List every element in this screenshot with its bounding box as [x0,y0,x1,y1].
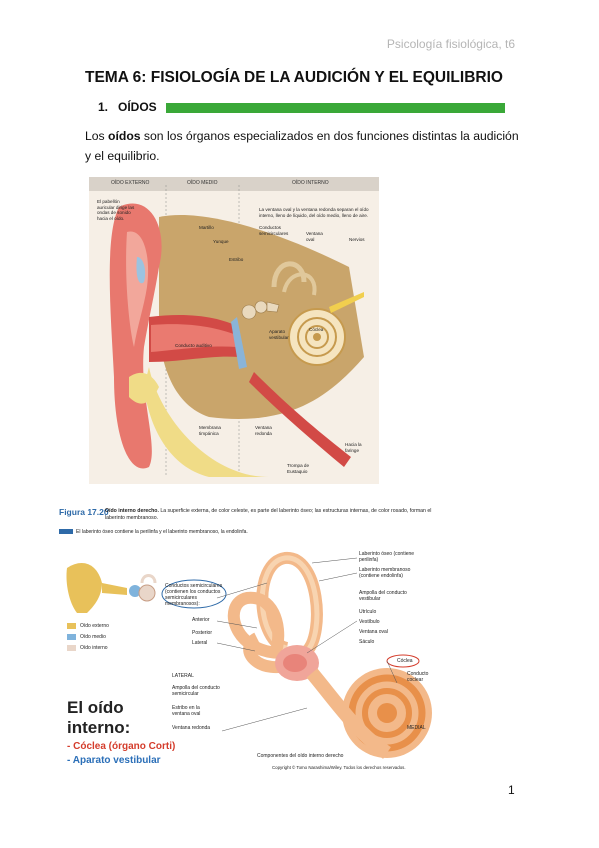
label-aparato-vestibular: Aparato vestibular [269,329,289,340]
label-faringe: Hacia la faringe [345,442,362,453]
label-conducto-coclear: Conducto coclear [407,671,429,683]
label-lateral: Lateral [192,640,208,646]
caption-text: La superficie externa, de color celeste,… [105,508,432,521]
legend-item: Oído externo [67,620,109,631]
label-ampolla-vestibular: Ampolla del conducto vestibular [359,590,407,602]
caption-bold: Oído interno derecho. [105,508,159,514]
page-number: 1 [508,783,515,797]
legend-item: Oído interno [67,642,109,653]
paragraph-text-end: son los órganos especializados en dos fu… [85,129,519,163]
label-yunque: Yunque [213,239,229,244]
note-icon [59,529,73,535]
legend-label: Oído interno [80,644,108,651]
label-conductos: Conductos semicirculares [259,225,289,236]
legend-label: Oído externo [80,622,109,629]
figure-caption: Oído interno derecho. La superficie exte… [105,508,439,522]
label-nervios: Nervios [349,237,365,242]
heading-line-1: El oído [67,698,124,717]
label-ampolla-conducto: Ampolla del conducto semicircular [172,685,220,697]
ear-anatomy-figure: OÍDO EXTERNO OÍDO MEDIO OÍDO INTERNO [89,177,379,484]
label-ventana-oval: Ventana oval [306,231,323,242]
legend-swatch [67,633,76,640]
label-componentes: Componentes del oído interno derecho [257,753,344,759]
label-ventana-oval: Ventana oval [359,629,388,635]
legend-item: Oído medio [67,631,109,642]
bullet-vestibular: - Aparato vestibular [67,755,161,766]
label-medial: MEDIAL [407,725,426,731]
label-copyright: Copyright © Tomo Narashima/Wiley. Todos … [272,765,406,770]
running-header: Psicología fisiológica, t6 [386,37,515,51]
label-conductos-semicirculares: Conductos semicirculares (contienen los … [165,583,223,607]
figure-header-bar: OÍDO EXTERNO OÍDO MEDIO OÍDO INTERNO [89,177,379,191]
label-laberinto-oseo: Laberinto óseo (contiene perilinfa) [359,551,415,563]
legend-swatch [67,644,76,651]
legend: Oído externo Oído medio Oído interno [67,620,109,653]
paragraph-text-start: Los [85,129,109,143]
label-ventana-note: La ventana oval y la ventana redonda sep… [259,207,369,218]
label-coclea: Cóclea [309,327,324,332]
section-heading: 1. OÍDOS [98,100,505,114]
header-outer-ear: OÍDO EXTERNO [111,180,150,186]
label-estribo: Estribo en la ventana oval [172,705,201,717]
section-accent-bar [166,103,505,113]
label-conducto-auditivo: Conducto auditivo [175,343,212,348]
label-utriculo: Utrículo [359,609,377,615]
legend-swatch [67,622,76,629]
header-inner-ear: OÍDO INTERNO [292,180,329,186]
inner-ear-figure: Figura 17.20 Oído interno derecho. La su… [57,503,442,775]
figure-number: Figura 17.20 [59,507,109,517]
label-martillo: Martillo [199,225,214,230]
label-pabellon: El pabellón auricular dirige las ondas d… [97,199,135,221]
label-vestibulo: Vestíbulo [359,619,380,625]
label-coclea: Cóclea [397,658,413,664]
figure-note: El laberinto óseo contiene la perilinfa … [59,529,248,535]
label-estribo: Estribo [229,257,244,262]
paragraph-bold-term: oídos [108,129,141,143]
header-middle-ear: OÍDO MEDIO [187,180,218,186]
intro-paragraph: Los oídos son los órganos especializados… [85,126,525,166]
label-anterior: Anterior [192,617,210,623]
label-ventana-redonda: Ventana redonda [255,425,272,436]
label-membrana: Membrana timpánica [199,425,221,436]
bullet-cochlea: - Cóclea (órgano Corti) [67,741,176,752]
label-saculo: Sáculo [359,639,375,645]
label-lateral-direction: LATERAL [172,673,194,679]
label-laberinto-membranoso: Laberinto membranoso (contiene endolinfa… [359,567,411,579]
page-title: TEMA 6: FISIOLOGÍA DE LA AUDICIÓN Y EL E… [85,69,503,86]
label-ventana-redonda: Ventana redonda [172,725,211,731]
note-text: El laberinto óseo contiene la perilinfa … [76,529,248,535]
label-trompa: Trompa de Eustaquio [287,463,310,474]
inner-ear-illustration [66,552,432,759]
legend-label: Oído medio [80,633,106,640]
ear-illustration [109,185,364,477]
section-number: 1. [98,100,109,114]
section-label: OÍDOS [118,100,157,114]
heading-line-2: interno: [67,718,131,737]
label-posterior: Posterior [192,630,213,636]
